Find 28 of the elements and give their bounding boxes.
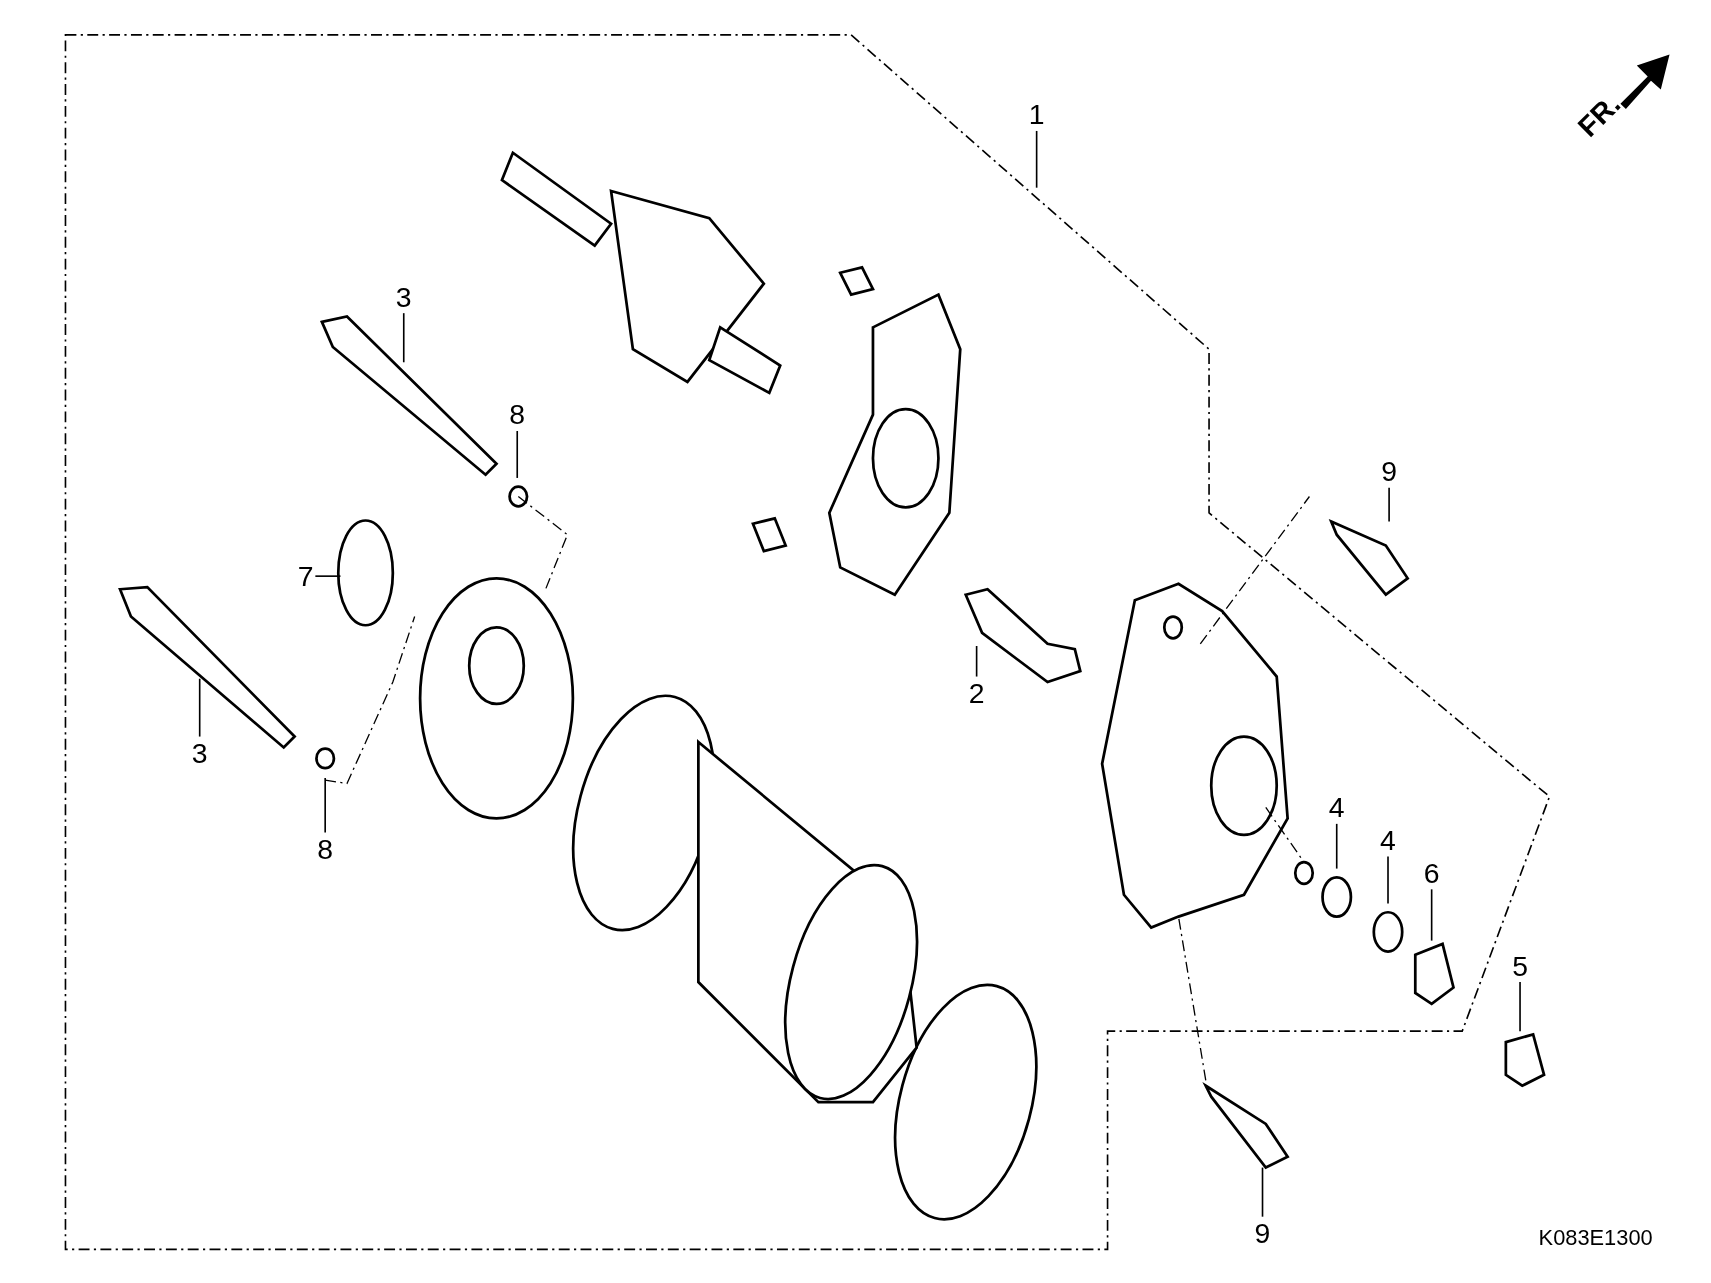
leader-line: [198, 677, 201, 738]
callout-number: 9: [1380, 456, 1398, 487]
leader-line: [1430, 888, 1433, 942]
callout-number: 8: [508, 399, 526, 430]
leader-line: [402, 312, 405, 364]
direction-label: FR.: [1571, 87, 1628, 144]
callout-number: 4: [1328, 792, 1346, 823]
leader-line: [1261, 1166, 1264, 1218]
leader-line: [1335, 823, 1338, 870]
callout-number: 1: [1027, 99, 1046, 130]
leader-line: [1388, 486, 1390, 523]
callout-number: 4: [1379, 824, 1397, 856]
callout-number: 3: [395, 281, 413, 313]
callout-number: 2: [967, 677, 986, 709]
leader-line: [1035, 130, 1038, 189]
callout-number: 8: [316, 833, 334, 865]
callout-number: 3: [190, 737, 209, 769]
leader-line: [975, 645, 978, 678]
leader-line: [314, 575, 342, 577]
callout-number: 5: [1511, 950, 1529, 981]
callout-number: 6: [1422, 857, 1441, 889]
leader-line: [324, 777, 326, 834]
drawing-code: K083E1300: [1538, 1225, 1653, 1251]
callout-number: 7: [296, 560, 315, 592]
callout-number: 9: [1253, 1217, 1272, 1249]
leader-line: [1387, 855, 1389, 905]
leader-line: [1519, 981, 1521, 1032]
leader-line: [516, 430, 519, 479]
